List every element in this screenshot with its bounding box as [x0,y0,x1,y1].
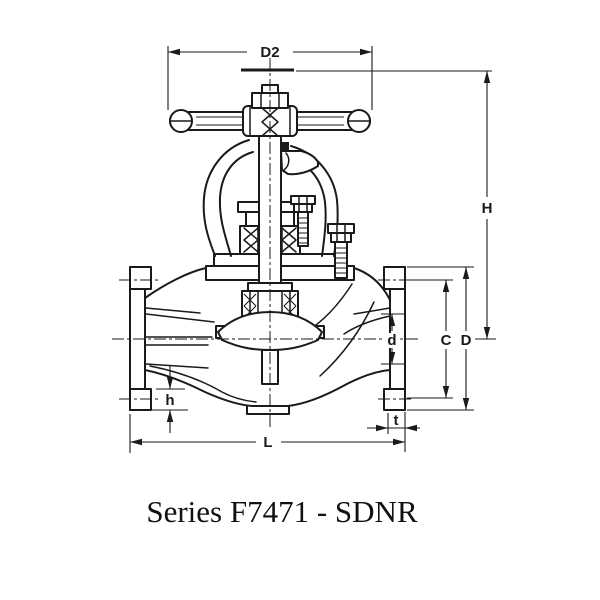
t-extension-lines [387,412,406,452]
lever-flag [280,150,319,176]
bolt-b-head-top [327,223,355,234]
bolt-b-threads [335,247,347,274]
dimension-d2: D2 [167,44,373,110]
dimension-bolt-circle: C [407,279,455,399]
yoke-left-arm-outer [202,139,250,257]
d2-arrow-left [168,48,180,56]
disc-bushing-ribs [249,290,291,323]
d-od-arrow-up [462,267,470,279]
bolt-b-facets [336,223,346,243]
bolt-a-facets [298,195,308,213]
boss-h-arrow-up [166,410,174,422]
disc-bushing-hatch [243,293,297,319]
bolt-b-shank [334,241,348,279]
d-od-extension-lines [407,266,474,411]
d2-arrow-right [360,48,372,56]
inlet-bore-top [145,313,215,323]
hub-inner-edges [249,105,291,137]
dimension-bore: d [381,313,404,365]
inlet-outer-top [145,307,201,314]
boss-h-label: h [165,392,174,409]
outlet-bore-top [343,315,391,335]
dimension-face-to-face: L [129,414,405,453]
yoke-left-arm-inner [218,151,254,257]
boss-h-label-bg [162,392,178,408]
lever-curl [283,152,290,171]
bore-arrow-up [388,314,396,326]
d2-label: D2 [260,44,279,61]
bore-label: d [387,332,396,349]
bore-label-bg [384,333,400,348]
bowl-inner-wall [149,365,257,403]
packing-hatch-left [243,227,259,253]
bolt-a-head-top [290,195,316,205]
l-arrow-right [393,438,405,446]
bore-arrow-down [388,352,396,364]
gland-bolts [290,195,355,279]
left-flange-bolt-boss-top [129,266,152,290]
stem-key [280,142,289,153]
c-extension-lines [407,279,453,399]
bolt-a-shank [297,211,309,247]
nut-facets [260,92,280,109]
t-label-bg [390,414,404,426]
h-label-bg [478,199,496,217]
h-label: H [482,200,493,217]
outlet-outer-top [353,307,391,315]
series-caption: Series F7471 - SDNR [146,494,418,529]
c-arrow-up [442,280,450,292]
d-od-label-bg [457,332,475,349]
locking-lever [280,150,319,176]
packing-hatch-right [281,227,297,253]
bolt-a-head [293,203,313,213]
l-arrow-left [130,438,142,446]
inlet-bore-bottom [145,363,209,369]
dimension-flange-od: D [407,266,475,411]
t-arrow-left-in [376,424,388,432]
bolt-a-threads [298,217,308,244]
d-od-label: D [461,332,472,349]
c-label-bg [438,332,455,349]
centerlines [112,58,420,430]
c-label: C [441,332,452,349]
t-label: t [394,412,399,429]
l-label: L [263,434,272,451]
bolt-b-head [330,232,352,243]
d-od-arrow-down [462,398,470,410]
dimension-flange-thickness: t [367,412,420,452]
d2-extension-lines [167,46,373,110]
boss-h-arrow-down [166,377,174,389]
dimension-h-total: H [241,68,496,340]
handwheel-bar-shading [196,116,344,126]
dimension-boss-height: h [147,366,188,433]
h-arrow-down [483,327,491,339]
t-arrow-right-in [405,424,417,432]
h-arrow-up [483,71,491,83]
right-flange-bolt-boss-top [383,266,406,290]
c-arrow-down [442,386,450,398]
